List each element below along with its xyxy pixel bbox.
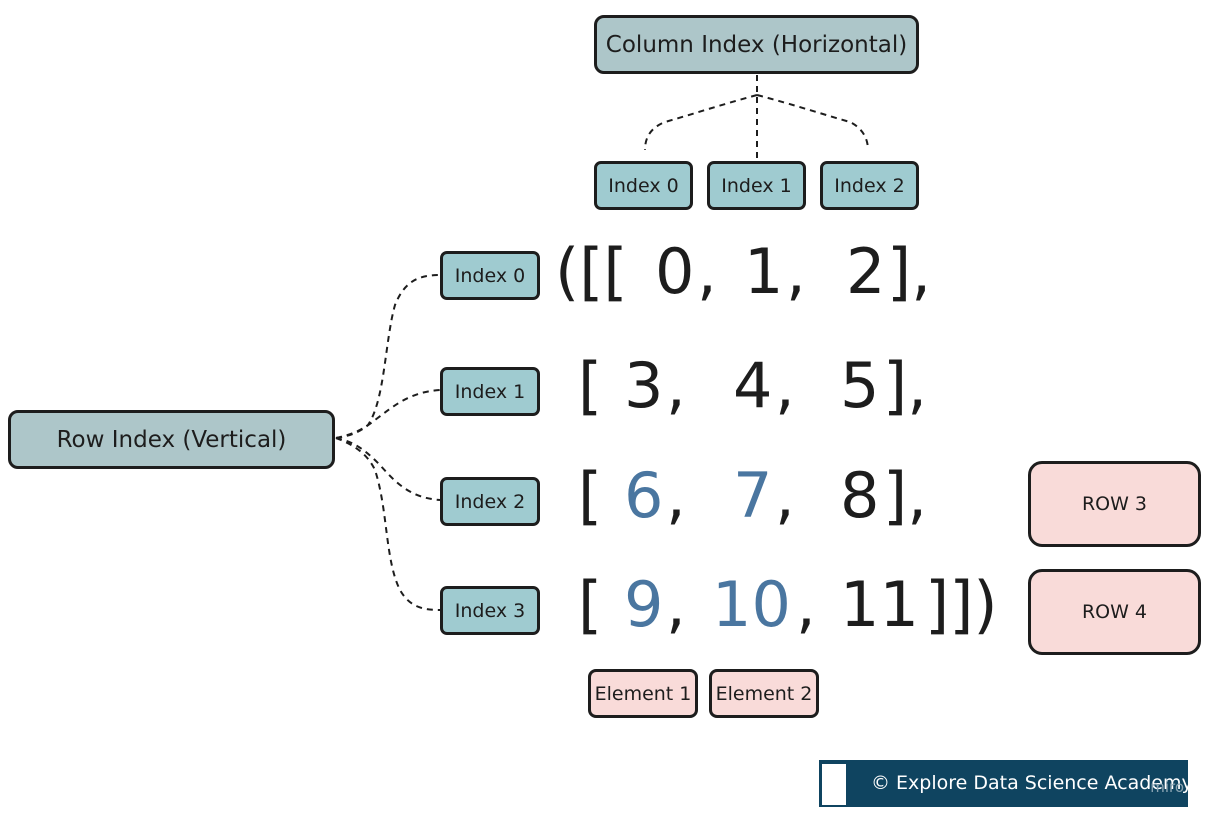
row-4-label: ROW 4 <box>1028 569 1201 655</box>
array-cell-1-0: 3 <box>624 349 664 422</box>
array-cell-3-0: 9 <box>624 568 664 641</box>
column-index-2: Index 2 <box>820 161 919 210</box>
array-cell-0-0: 0 <box>655 235 695 308</box>
array-line-1-suffix: ], <box>883 349 927 422</box>
column-index-0: Index 0 <box>594 161 693 210</box>
array-comma: , <box>666 568 686 641</box>
array-line-3-suffix: ]]) <box>925 568 998 641</box>
row-index-3: Index 3 <box>440 586 540 635</box>
array-cell-1-1: 4 <box>733 349 773 422</box>
column-index-1: Index 1 <box>707 161 806 210</box>
row-index-1: Index 1 <box>440 367 540 416</box>
array-line-3-prefix: [ <box>578 568 603 641</box>
array-comma: , <box>775 349 795 422</box>
array-cell-2-0: 6 <box>624 459 664 532</box>
array-cell-2-2: 8 <box>840 459 880 532</box>
row-index-0: Index 0 <box>440 251 540 300</box>
watermark-text: miro <box>1150 778 1184 796</box>
array-cell-3-1: 10 <box>712 568 791 641</box>
copyright-banner: © Explore Data Science Academy miro <box>819 760 1193 807</box>
array-cell-1-2: 5 <box>840 349 880 422</box>
array-line-1-prefix: [ <box>578 349 603 422</box>
row-index-header: Row Index (Vertical) <box>8 410 335 469</box>
row-index-2: Index 2 <box>440 477 540 526</box>
array-comma: , <box>666 459 686 532</box>
array-cell-0-2: 2 <box>846 235 886 308</box>
element-2-label: Element 2 <box>709 669 819 718</box>
array-comma: , <box>697 235 717 308</box>
array-cell-2-1: 7 <box>733 459 773 532</box>
array-comma: , <box>786 235 806 308</box>
banner-stub <box>821 763 847 806</box>
array-line-0-suffix: ], <box>887 235 931 308</box>
array-cell-3-2: 11 <box>840 568 919 641</box>
element-1-label: Element 1 <box>588 669 698 718</box>
column-index-header: Column Index (Horizontal) <box>594 15 919 74</box>
array-comma: , <box>796 568 816 641</box>
array-comma: , <box>666 349 686 422</box>
array-cell-0-1: 1 <box>744 235 784 308</box>
row-3-label: ROW 3 <box>1028 461 1201 547</box>
copyright-text: © Explore Data Science Academy <box>871 772 1193 794</box>
array-comma: , <box>775 459 795 532</box>
array-line-2-suffix: ], <box>883 459 927 532</box>
array-line-0-prefix: ([[ <box>555 235 628 308</box>
array-line-2-prefix: [ <box>578 459 603 532</box>
